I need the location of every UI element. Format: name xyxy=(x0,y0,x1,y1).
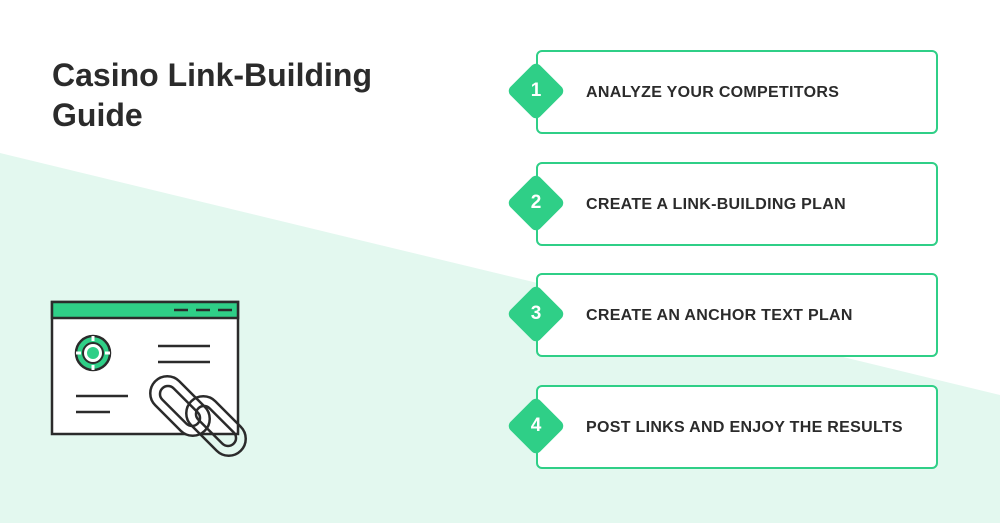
browser-window-icon xyxy=(50,300,247,457)
step-card: CREATE A LINK-BUILDING PLAN xyxy=(536,162,938,246)
step-card: CREATE AN ANCHOR TEXT PLAN xyxy=(536,273,938,357)
browser-illustration xyxy=(48,298,280,478)
step-card: POST LINKS AND ENJOY THE RESULTS xyxy=(536,385,938,469)
casino-chip-icon xyxy=(74,334,112,372)
step-number: 1 xyxy=(530,80,542,101)
step-number: 2 xyxy=(530,192,542,213)
step-number: 4 xyxy=(530,415,542,436)
step-item-1: ANALYZE YOUR COMPETITORS 1 xyxy=(506,50,949,138)
step-number: 3 xyxy=(530,303,542,324)
step-item-4: POST LINKS AND ENJOY THE RESULTS 4 xyxy=(506,385,949,473)
step-card: ANALYZE YOUR COMPETITORS xyxy=(536,50,938,134)
step-item-3: CREATE AN ANCHOR TEXT PLAN 3 xyxy=(506,273,949,361)
step-label: ANALYZE YOUR COMPETITORS xyxy=(586,84,840,101)
step-item-2: CREATE A LINK-BUILDING PLAN 2 xyxy=(506,162,949,250)
page-title: Casino Link-Building Guide xyxy=(52,55,432,135)
step-label: CREATE AN ANCHOR TEXT PLAN xyxy=(586,307,853,324)
title-line-2: Guide xyxy=(52,97,143,133)
step-label: POST LINKS AND ENJOY THE RESULTS xyxy=(586,419,903,436)
title-line-1: Casino Link-Building xyxy=(52,57,372,93)
chain-link-icon xyxy=(149,375,247,457)
step-label: CREATE A LINK-BUILDING PLAN xyxy=(586,196,846,213)
